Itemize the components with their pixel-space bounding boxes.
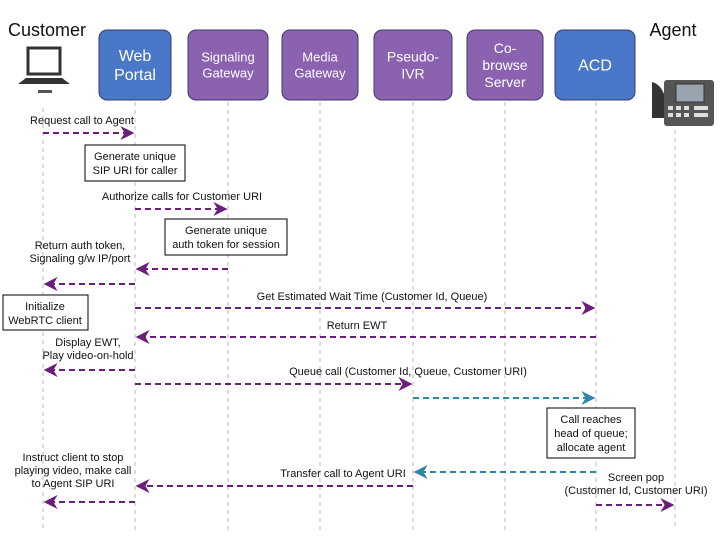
message-label: Instruct client to stop [23,452,124,464]
note-line: SIP URI for caller [93,165,178,177]
msg-queue-call: Queue call (Customer Id, Queue, Customer… [135,366,527,391]
note-line: WebRTC client [8,315,82,327]
message-label: (Customer Id, Customer URI) [564,485,707,497]
participant-label: browse [482,57,527,73]
note-line: Generate unique [185,225,267,237]
note-line: auth token for session [172,239,280,251]
message-label: playing video, make call [15,465,132,477]
note-line: Call reaches [560,414,622,426]
note-line: allocate agent [557,442,626,454]
participant-label: Signaling [201,50,255,65]
msg-authorize: Authorize calls for Customer URI [102,191,262,216]
message-label: Authorize calls for Customer URI [102,191,262,203]
participant-label: Gateway [294,66,346,81]
msg-return-token: Return auth token,Signaling g/w IP/port [30,240,228,276]
msg-get-ewt: Get Estimated Wait Time (Customer Id, Qu… [135,291,596,315]
customer-label: Customer [8,20,86,40]
participant-label: Pseudo- [387,48,439,64]
note-line: head of queue; [554,428,627,440]
note-generate-token: Generate unique auth token for session [164,218,288,256]
message-label: Return auth token, [35,240,126,252]
desk-phone-icon [652,80,714,126]
participant-ivr: Pseudo-IVR [373,29,453,101]
message-label: Queue call (Customer Id, Queue, Customer… [289,366,527,378]
agent-label: Agent [649,20,696,40]
message-label: to Agent SIP URI [32,478,115,490]
message-label: Play video-on-hold [42,350,133,362]
msg-return-ewt: Return EWT [135,320,596,344]
participant-label: Server [484,74,526,90]
participant-label: IVR [401,65,424,81]
participant-label: ACD [578,58,612,75]
message-label: Request call to Agent [30,115,134,127]
msg-request-call: Request call to Agent [30,115,135,140]
note-initialize: Initialize WebRTC client [2,294,89,331]
message-label: Display EWT, [55,337,120,349]
participant-label: Gateway [202,66,254,81]
participant-acd: ACD [554,29,636,101]
message-label: Return EWT [327,320,388,332]
participant-label: Portal [114,67,156,84]
note-line: Initialize [25,301,65,313]
note-generate-sip: Generate unique SIP URI for caller [84,144,186,182]
laptop-icon [18,46,70,93]
participant-label: Co- [494,40,517,56]
message-label: Get Estimated Wait Time (Customer Id, Qu… [257,291,488,303]
participant-label: Web [119,48,152,65]
message-label: Screen pop [608,472,664,484]
msg-transfer: Transfer call to Agent URI [135,468,413,493]
note-call-reaches: Call reaches head of queue; allocate age… [546,407,636,459]
message-label: Signaling g/w IP/port [30,253,131,265]
message-label: Transfer call to Agent URI [280,468,406,480]
participant-label: Media [302,50,338,65]
msg-display-ewt: Display EWT,Play video-on-hold [42,337,135,377]
note-line: Generate unique [94,151,176,163]
msg-screen-pop: Screen pop(Customer Id, Customer URI) [564,472,708,512]
